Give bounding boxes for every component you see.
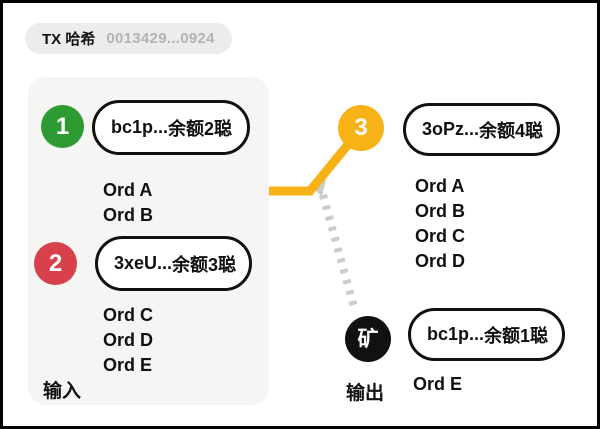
ordinal-item: Ord D (103, 330, 154, 350)
ordinal-item: Ord A (103, 180, 153, 200)
input-1-address-pill: bc1p... 余额2聪 (92, 100, 250, 155)
output-2-address-pill: bc1p... 余额1聪 (408, 308, 565, 361)
ordinal-item: Ord B (103, 205, 154, 225)
input-1-balance: 余额2聪 (168, 118, 233, 139)
input-1-address: bc1p... (111, 117, 169, 137)
output-2-ordinals: Ord E (413, 372, 462, 397)
ordinal-item: Ord A (415, 176, 465, 196)
outputs-label: 输出 (346, 383, 385, 404)
ordinal-item: Ord E (103, 355, 153, 375)
output-1-badge: 3 (338, 105, 384, 151)
miner-badge-glyph: 矿 (357, 327, 379, 351)
input-1-ordinals: Ord A Ord B (103, 178, 153, 228)
input-1-badge: 1 (41, 105, 84, 148)
tx-hash-value: 0013429...0924 (106, 30, 215, 47)
ordinal-item: Ord E (413, 374, 463, 394)
input-2-ordinals: Ord C Ord D Ord E (103, 303, 153, 378)
ordinal-item: Ord C (415, 226, 466, 246)
output-1-address: 3oPz... (422, 119, 480, 139)
dashed-connector-arrowhead (310, 180, 326, 197)
input-2-address-pill: 3xeU... 余额3聪 (95, 236, 252, 291)
output-1-balance: 余额4聪 (479, 120, 544, 141)
solid-connector (267, 133, 359, 196)
inputs-panel: 1 bc1p... 余额2聪 Ord A Ord B 2 3xeU... 余额3… (28, 77, 269, 405)
input-1-badge-number: 1 (55, 112, 70, 140)
ordinal-item: Ord B (415, 201, 466, 221)
output-1-address-pill: 3oPz... 余额4聪 (403, 103, 560, 156)
miner-badge: 矿 (345, 316, 391, 362)
ordinal-item: Ord D (415, 251, 466, 271)
output-2-balance: 余额1聪 (484, 325, 549, 346)
input-2-badge: 2 (34, 242, 77, 285)
tx-hash-label: TX 哈希 (42, 31, 96, 48)
dashed-connector (319, 193, 359, 313)
input-2-address: 3xeU... (114, 253, 173, 273)
tx-hash-pill: TX 哈希 0013429...0924 (25, 23, 232, 54)
output-2-address: bc1p... (427, 324, 485, 344)
output-1-ordinals: Ord A Ord B Ord C Ord D (415, 174, 465, 274)
input-2-balance: 余额3聪 (172, 254, 237, 275)
input-2-badge-number: 2 (48, 249, 63, 277)
inputs-label: 输入 (43, 381, 82, 402)
output-1-badge-number: 3 (354, 114, 368, 141)
ordinal-item: Ord C (103, 305, 154, 325)
